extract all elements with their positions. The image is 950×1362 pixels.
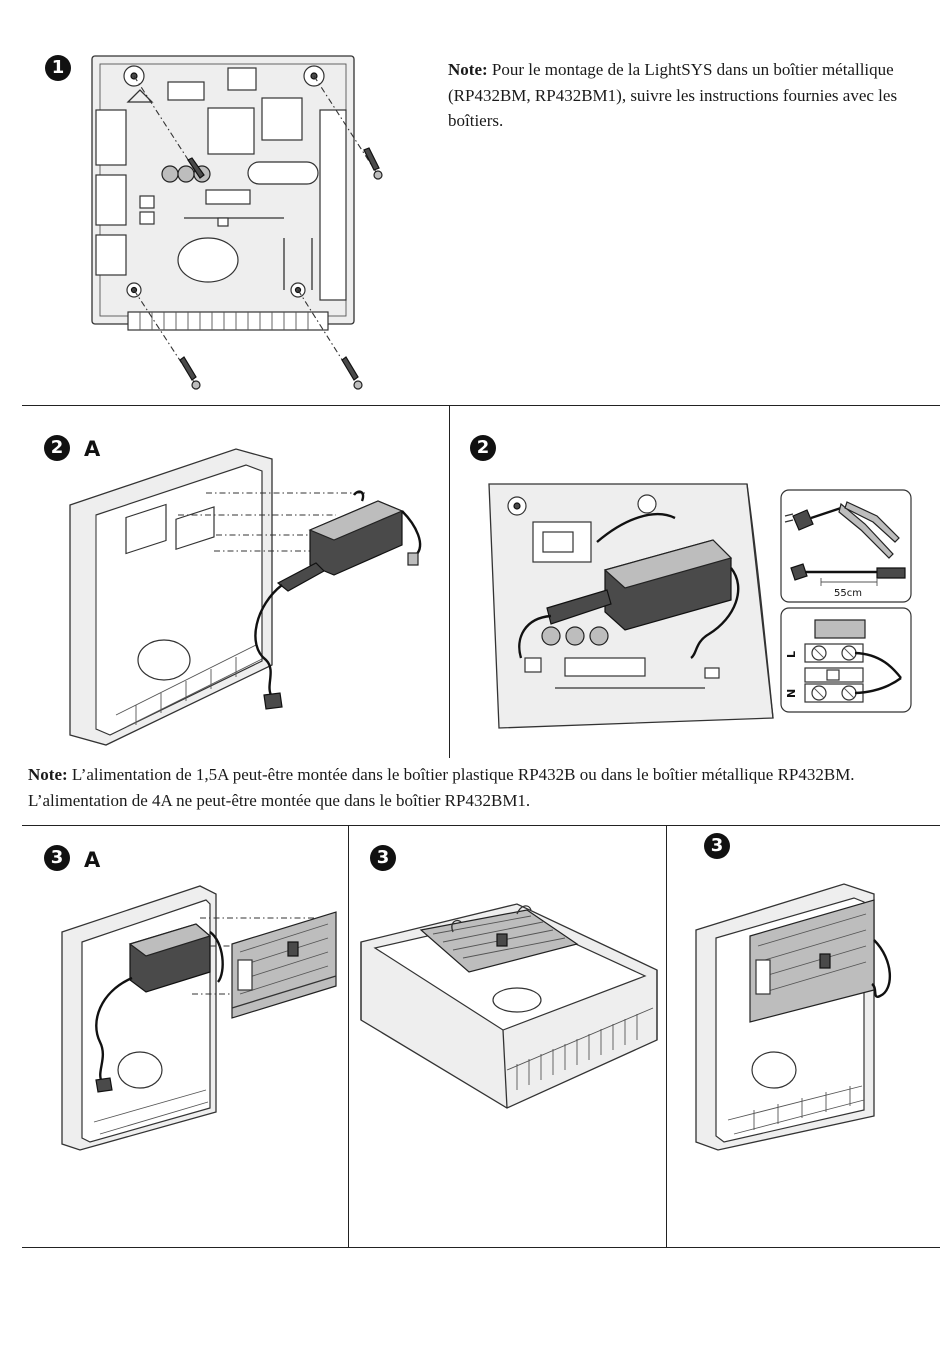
column-divider (348, 825, 349, 1247)
column-divider (449, 405, 450, 758)
step-3b-badge: 3 (370, 845, 396, 871)
note-text: Pour le montage de la LightSYS dans un b… (448, 60, 898, 130)
note-power-supply: Note: L’alimentation de 1,5A peut-être m… (28, 762, 928, 813)
note-metal-enclosure: Note: Pour le montage de la LightSYS dan… (448, 57, 898, 134)
column-divider (666, 825, 667, 1247)
step-3a-badge: 3 (44, 845, 70, 871)
step-2b-badge: 2 (470, 435, 496, 461)
step-1-badge: 1 (45, 55, 71, 81)
section-divider (22, 405, 940, 406)
step-2a-illustration (69, 448, 422, 746)
step-3b-illustration (360, 903, 658, 1109)
note-label: Note: (28, 765, 68, 784)
step-2a-badge: 2 (44, 435, 70, 461)
terminal-live-label: L (785, 651, 798, 658)
step-2b-illustration: 55cm L N (488, 483, 912, 729)
step-3c-badge: 3 (704, 833, 730, 859)
note-label: Note: (448, 60, 488, 79)
step-3a-variant: A (84, 848, 101, 872)
length-label: 55cm (834, 588, 862, 599)
step-2a-variant: A (84, 437, 101, 461)
section-divider (22, 825, 940, 826)
note-text: L’alimentation de 1,5A peut-être montée … (28, 765, 855, 810)
step-3c-illustration (695, 883, 892, 1151)
step-3a-illustration (61, 885, 337, 1151)
terminal-neutral-label: N (785, 689, 798, 698)
step-1-illustration (91, 55, 383, 390)
section-divider (22, 1247, 940, 1248)
